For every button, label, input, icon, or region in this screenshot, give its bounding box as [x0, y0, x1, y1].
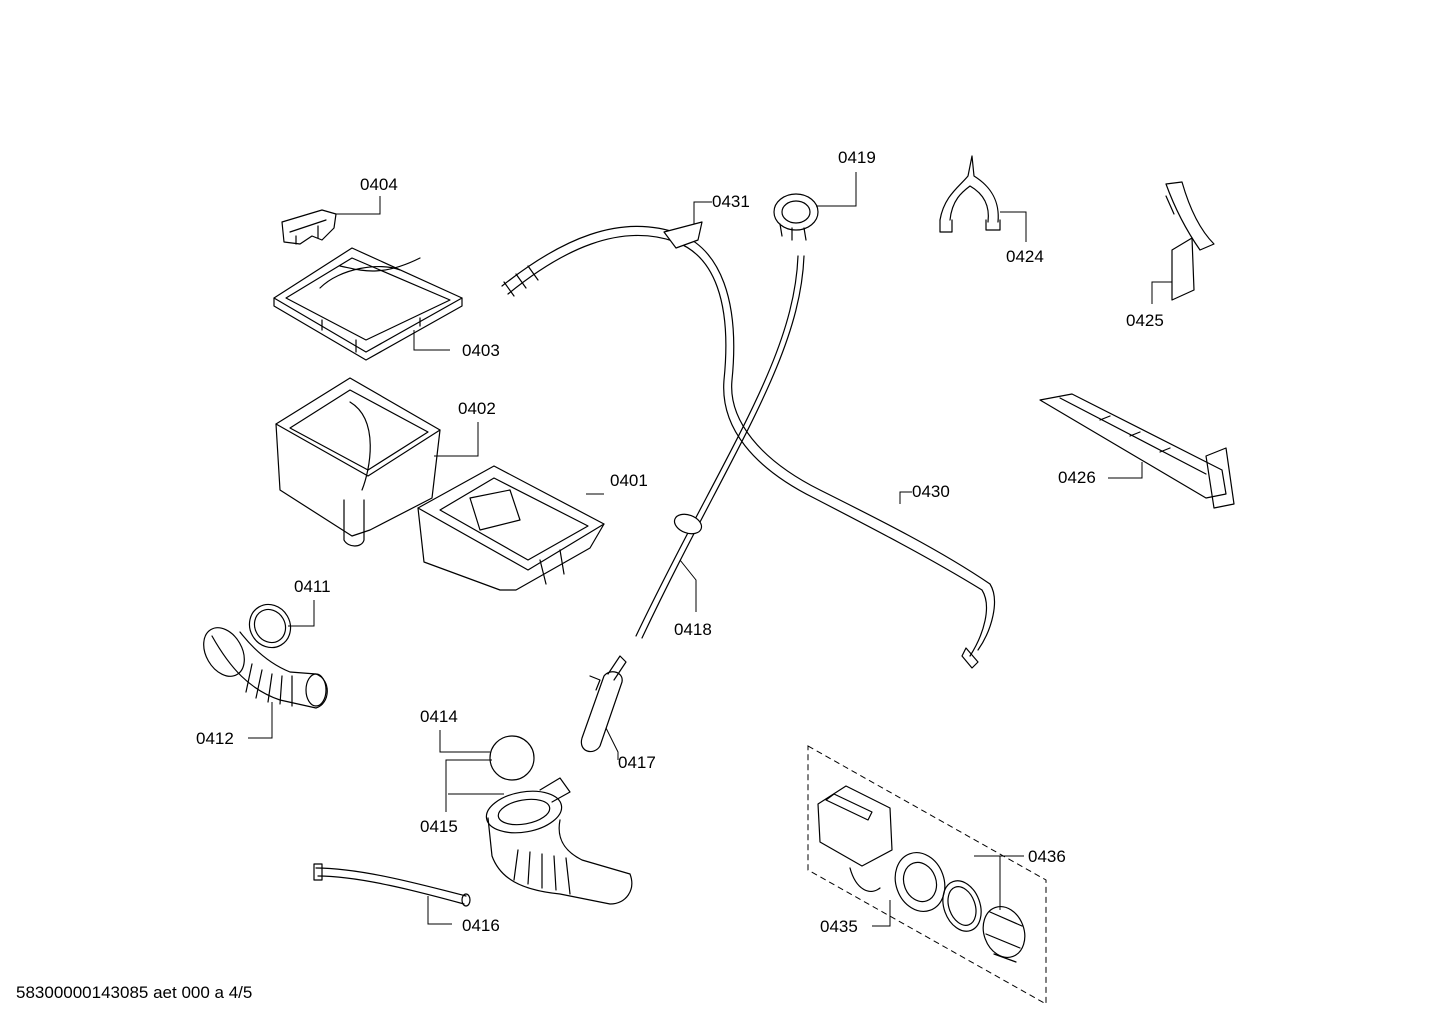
- part-0401-drawer: [417, 465, 605, 591]
- part-0411-ring: [248, 600, 315, 649]
- label-0419: 0419: [838, 148, 876, 167]
- label-0415: 0415: [420, 817, 458, 836]
- part-0404-bracket: [281, 196, 381, 245]
- part-0436-filter: [942, 855, 1026, 963]
- label-0414: 0414: [420, 707, 458, 726]
- part-0402-drawer-housing: [275, 377, 479, 547]
- part-0424-y-piece: [939, 155, 1027, 242]
- label-0411: 0411: [294, 577, 331, 596]
- part-0426-rail: [1039, 393, 1235, 509]
- label-0430: 0430: [912, 482, 950, 501]
- part-0435-pump: [807, 745, 1047, 1005]
- label-0401: 0401: [610, 471, 648, 490]
- part-0417-cylinder: [580, 655, 627, 760]
- label-0418: 0418: [674, 620, 712, 639]
- label-0416: 0416: [462, 916, 500, 935]
- part-0425-bracket: [1151, 181, 1215, 304]
- label-0404: 0404: [360, 175, 398, 194]
- part-0416-small-hose: [313, 863, 471, 925]
- part-0412-bellows-hose: [203, 627, 328, 739]
- part-0431-clip: [663, 201, 712, 249]
- label-0431: 0431: [712, 192, 750, 211]
- label-0403: 0403: [462, 341, 500, 360]
- part-0419-pressure-switch: [773, 172, 857, 241]
- label-0435: 0435: [820, 917, 858, 936]
- label-0402: 0402: [458, 399, 496, 418]
- label-0425: 0425: [1126, 311, 1164, 330]
- document-reference: 58300000143085 aet 000 a 4/5: [16, 983, 253, 1002]
- label-0417: 0417: [618, 753, 656, 772]
- label-0436: 0436: [1028, 847, 1066, 866]
- label-0426: 0426: [1058, 468, 1096, 487]
- part-0403-dispenser-lid: [273, 247, 463, 361]
- label-0424: 0424: [1006, 247, 1044, 266]
- part-0415-sump-hose: [445, 759, 633, 905]
- part-0418-pressure-tube: [635, 255, 805, 639]
- part-0430-hose: [501, 225, 996, 669]
- label-0412: 0412: [196, 729, 234, 748]
- part-0414-ball: [439, 730, 535, 781]
